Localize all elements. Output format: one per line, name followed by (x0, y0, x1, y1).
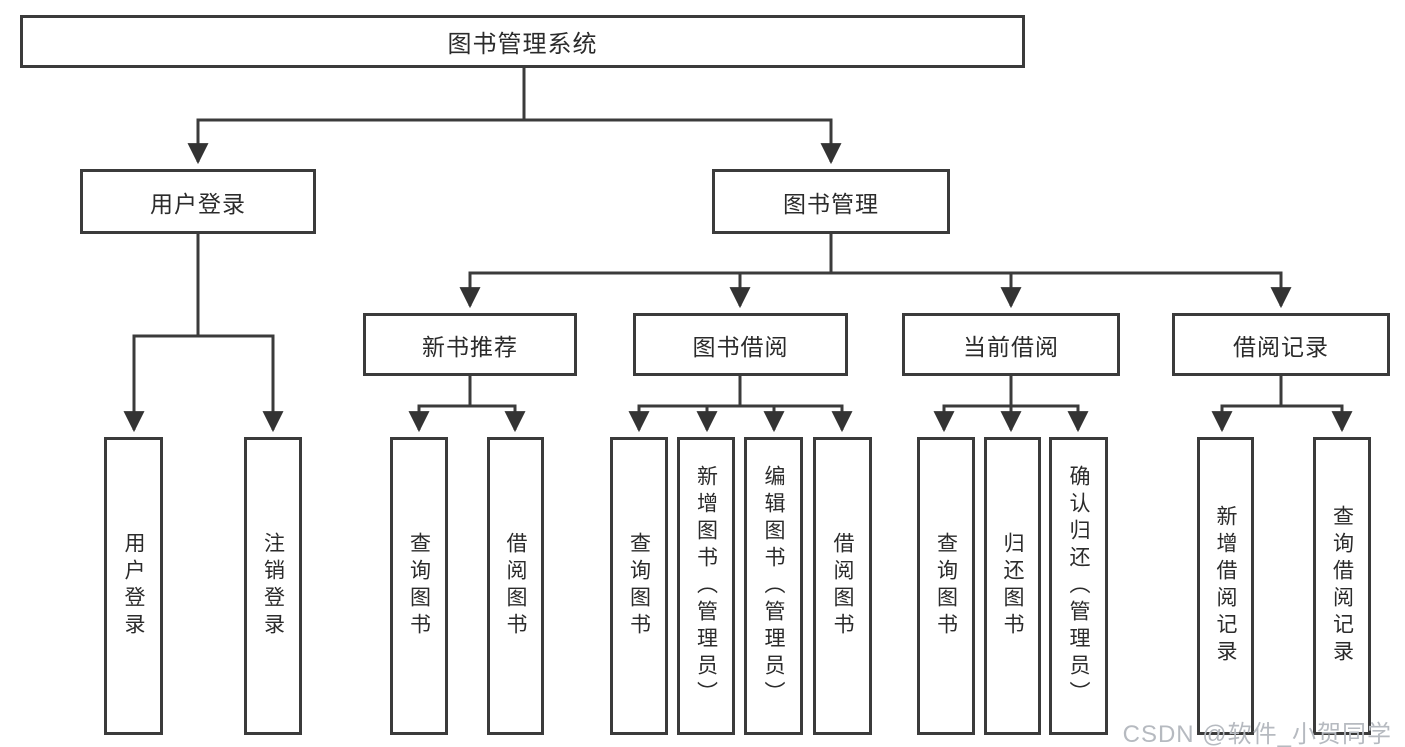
node-new-book-rec: 新书推荐 (363, 313, 577, 376)
node-current-borrow: 当前借阅 (902, 313, 1120, 376)
csdn-watermark: CSDN @软件_小贺同学 (1122, 721, 1392, 747)
node-book-borrow-label: 图书借阅 (692, 333, 789, 360)
leaf-bb-add-books-label: 新增图书（管理员） (694, 464, 718, 708)
leaf-cb-return-books: 归还图书 (984, 437, 1041, 735)
leaf-bb-edit-books-label: 编辑图书（管理员） (762, 464, 785, 708)
leaf-cb-query-books-label: 查询图书 (934, 532, 958, 640)
node-new-book-rec-label: 新书推荐 (422, 333, 518, 360)
node-user-login: 用户登录 (80, 169, 316, 234)
leaf-br-query-record: 查询借阅记录 (1313, 437, 1371, 735)
leaf-bb-query-books: 查询图书 (610, 437, 668, 735)
leaf-bb-add-books: 新增图书（管理员） (677, 437, 735, 735)
leaf-bb-borrow-books: 借阅图书 (813, 437, 872, 735)
node-root-label: 图书管理系统 (447, 31, 598, 58)
edge-root-split (187, 68, 842, 165)
node-current-borrow-label: 当前借阅 (963, 333, 1059, 360)
leaf-bb-query-books-label: 查询图书 (627, 532, 651, 640)
node-book-mgmt-label: 图书管理 (783, 190, 879, 217)
leaf-nbr-borrow-books-label: 借阅图书 (504, 532, 527, 640)
leaf-user-login-label: 用户登录 (122, 532, 145, 640)
leaf-cb-confirm-return-label: 确认归还（管理员） (1067, 464, 1090, 708)
leaf-user-login: 用户登录 (104, 437, 163, 735)
leaf-bb-edit-books: 编辑图书（管理员） (744, 437, 803, 735)
leaf-br-add-record: 新增借阅记录 (1197, 437, 1254, 735)
leaf-logout-label: 注销登录 (261, 532, 285, 640)
node-book-mgmt: 图书管理 (712, 169, 950, 234)
node-borrow-records-label: 借阅记录 (1233, 333, 1329, 360)
leaf-cb-confirm-return: 确认归还（管理员） (1049, 437, 1108, 735)
leaf-logout: 注销登录 (244, 437, 302, 735)
node-borrow-records: 借阅记录 (1172, 313, 1390, 376)
leaf-nbr-query-books-label: 查询图书 (407, 532, 431, 640)
edge-book-mgmt-split (459, 234, 1292, 309)
edge-user-login-split (123, 234, 284, 433)
leaf-cb-return-books-label: 归还图书 (1001, 532, 1024, 640)
node-book-borrow: 图书借阅 (633, 313, 848, 376)
node-root: 图书管理系统 (20, 15, 1025, 68)
edge-borrow-records-split (1211, 376, 1353, 433)
leaf-bb-borrow-books-label: 借阅图书 (831, 532, 854, 640)
edge-new-book-rec-split (408, 376, 526, 433)
leaf-cb-query-books: 查询图书 (917, 437, 975, 735)
leaf-br-query-record-label: 查询借阅记录 (1330, 505, 1354, 667)
leaf-br-add-record-label: 新增借阅记录 (1214, 505, 1237, 667)
node-user-login-label: 用户登录 (150, 190, 246, 217)
edge-book-borrow-split (628, 376, 853, 433)
leaf-nbr-borrow-books: 借阅图书 (487, 437, 544, 735)
leaf-nbr-query-books: 查询图书 (390, 437, 448, 735)
edge-current-borrow-split (933, 376, 1089, 433)
